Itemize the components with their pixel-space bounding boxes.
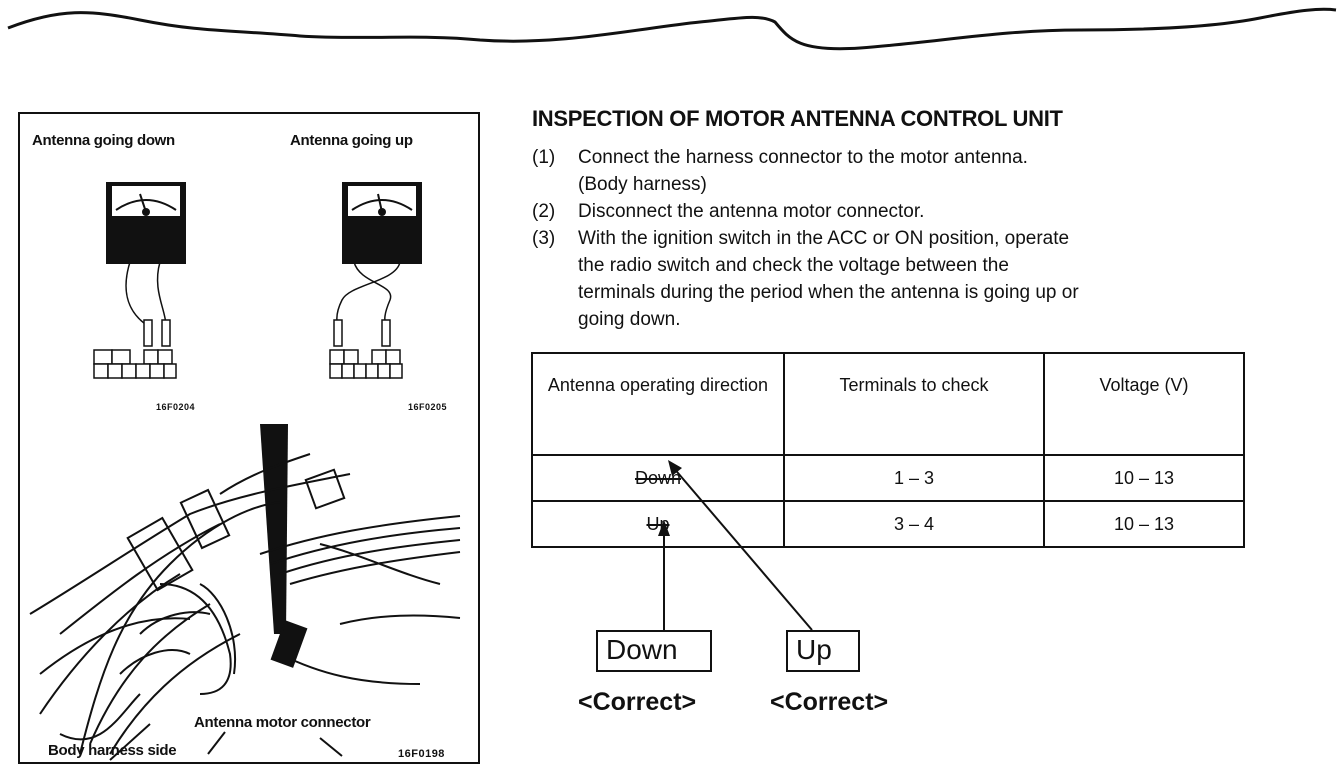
step-line: going down. xyxy=(578,309,681,330)
connector-left-icon xyxy=(93,349,177,379)
correction-tag-down: <Correct> xyxy=(578,688,697,716)
figure-code-photo: 16F0198 xyxy=(398,748,445,760)
correction-box-up: Up xyxy=(786,630,860,672)
table-header-row: Antenna operating direction Terminals to… xyxy=(531,352,1245,456)
voltmeter-right-icon xyxy=(333,182,422,347)
voltmeter-left-icon xyxy=(106,182,186,347)
correction-tag-up: <Correct> xyxy=(770,688,889,716)
step-line: terminals during the period when the ant… xyxy=(578,282,1079,303)
cell-voltage: 10 – 13 xyxy=(1043,454,1245,502)
step-number: (1) xyxy=(532,147,556,168)
cell-terminals: 3 – 4 xyxy=(783,500,1045,548)
label-antenna-going-down: Antenna going down xyxy=(32,132,175,149)
step-number: (2) xyxy=(532,201,556,222)
table-row: Up 3 – 4 10 – 13 xyxy=(531,500,1245,548)
connector-right-icon xyxy=(329,349,403,379)
header-voltage: Voltage (V) xyxy=(1043,352,1245,456)
step-number: (3) xyxy=(532,228,556,249)
step-line: Disconnect the antenna motor connector. xyxy=(578,201,925,222)
cell-direction: Up xyxy=(531,500,785,548)
cell-voltage: 10 – 13 xyxy=(1043,500,1245,548)
cell-direction: Down xyxy=(531,454,785,502)
header-direction: Antenna operating direction xyxy=(531,352,785,456)
header-terminals: Terminals to check xyxy=(783,352,1045,456)
voltage-spec-table: Antenna operating direction Terminals to… xyxy=(531,352,1245,548)
torn-edge xyxy=(7,7,1337,51)
label-antenna-motor-connector: Antenna motor connector xyxy=(194,714,371,731)
step-line: (Body harness) xyxy=(578,174,707,195)
step-line: Connect the harness connector to the mot… xyxy=(578,147,1028,168)
correction-box-down: Down xyxy=(596,630,712,672)
arrow-to-down-cell xyxy=(671,465,813,631)
figure-code-down: 16F0204 xyxy=(156,402,196,412)
voltmeter-diagrams xyxy=(29,182,461,761)
section-title: INSPECTION OF MOTOR ANTENNA CONTROL UNIT xyxy=(532,106,1063,131)
label-antenna-going-up: Antenna going up xyxy=(290,132,413,149)
table-row: Down 1 – 3 10 – 13 xyxy=(531,454,1245,502)
label-body-harness-side: Body harness side xyxy=(48,742,177,759)
step-line: the radio switch and check the voltage b… xyxy=(578,255,1009,276)
step-line: With the ignition switch in the ACC or O… xyxy=(578,228,1070,249)
cell-terminals: 1 – 3 xyxy=(783,454,1045,502)
antenna-motor-illustration xyxy=(29,424,461,761)
figure-panel: Antenna going down Antenna going up xyxy=(18,112,480,764)
figure-code-up: 16F0205 xyxy=(408,402,448,412)
